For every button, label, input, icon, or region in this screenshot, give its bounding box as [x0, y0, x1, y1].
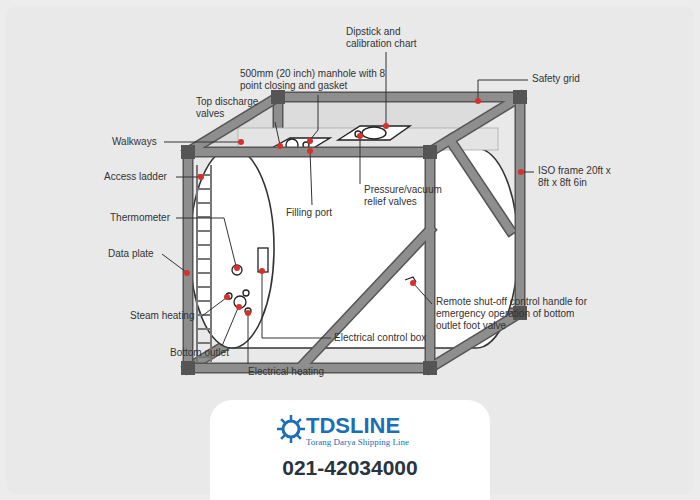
ladder-rung: [197, 188, 211, 190]
ladder-rung: [197, 286, 211, 288]
compass-logo-icon: [276, 414, 306, 444]
brand-name: TDSLINE: [306, 414, 400, 438]
phone-number: 021-42034000: [282, 456, 417, 479]
ladder-rung: [197, 230, 211, 232]
part-label: Bottom outlet: [170, 347, 250, 359]
part-label: Safety grid: [532, 73, 612, 85]
part-label: Pressure/vacuum relief valves: [364, 184, 456, 208]
thermometer: [232, 265, 242, 275]
part-label: 500mm (20 inch) manhole with 8 point clo…: [240, 68, 400, 92]
part-label: Walkways: [112, 136, 172, 148]
front-frame: [181, 90, 527, 375]
part-label: Data plate: [108, 248, 168, 260]
part-label: Electrical heating: [248, 366, 348, 378]
brand-tagline: Torang Darya Shipping Line: [306, 438, 409, 448]
part-label: Dipstick and calibration chart: [346, 26, 432, 50]
ladder-rung: [197, 258, 211, 260]
background-panel: [6, 6, 694, 494]
logo-panel: TDSLINETorang Darya Shipping Line 021-420…: [210, 400, 490, 500]
dimension-label: ISO frame 20ft x 8ft x 8ft 6in: [538, 165, 612, 189]
safety-grid: [188, 97, 520, 152]
part-label: Access ladder: [104, 171, 184, 183]
part-label: Top discharge valves: [196, 96, 274, 120]
end-fittings: [226, 248, 416, 314]
callout-dots: [184, 98, 524, 316]
part-label: Remote shut-off control handle for emerg…: [436, 296, 594, 331]
access-ladder: [197, 165, 211, 362]
ladder-rung: [197, 202, 211, 204]
ladder-rung: [197, 300, 211, 302]
ladder-rung: [197, 244, 211, 246]
part-label: Thermometer: [110, 212, 180, 224]
part-label: Electrical control box: [334, 332, 454, 344]
ladder-rung: [197, 272, 211, 274]
ladder-rung: [197, 328, 211, 330]
part-label: Filling port: [286, 207, 356, 219]
part-label: Steam heating: [130, 310, 210, 322]
ladder-rung: [197, 342, 211, 344]
